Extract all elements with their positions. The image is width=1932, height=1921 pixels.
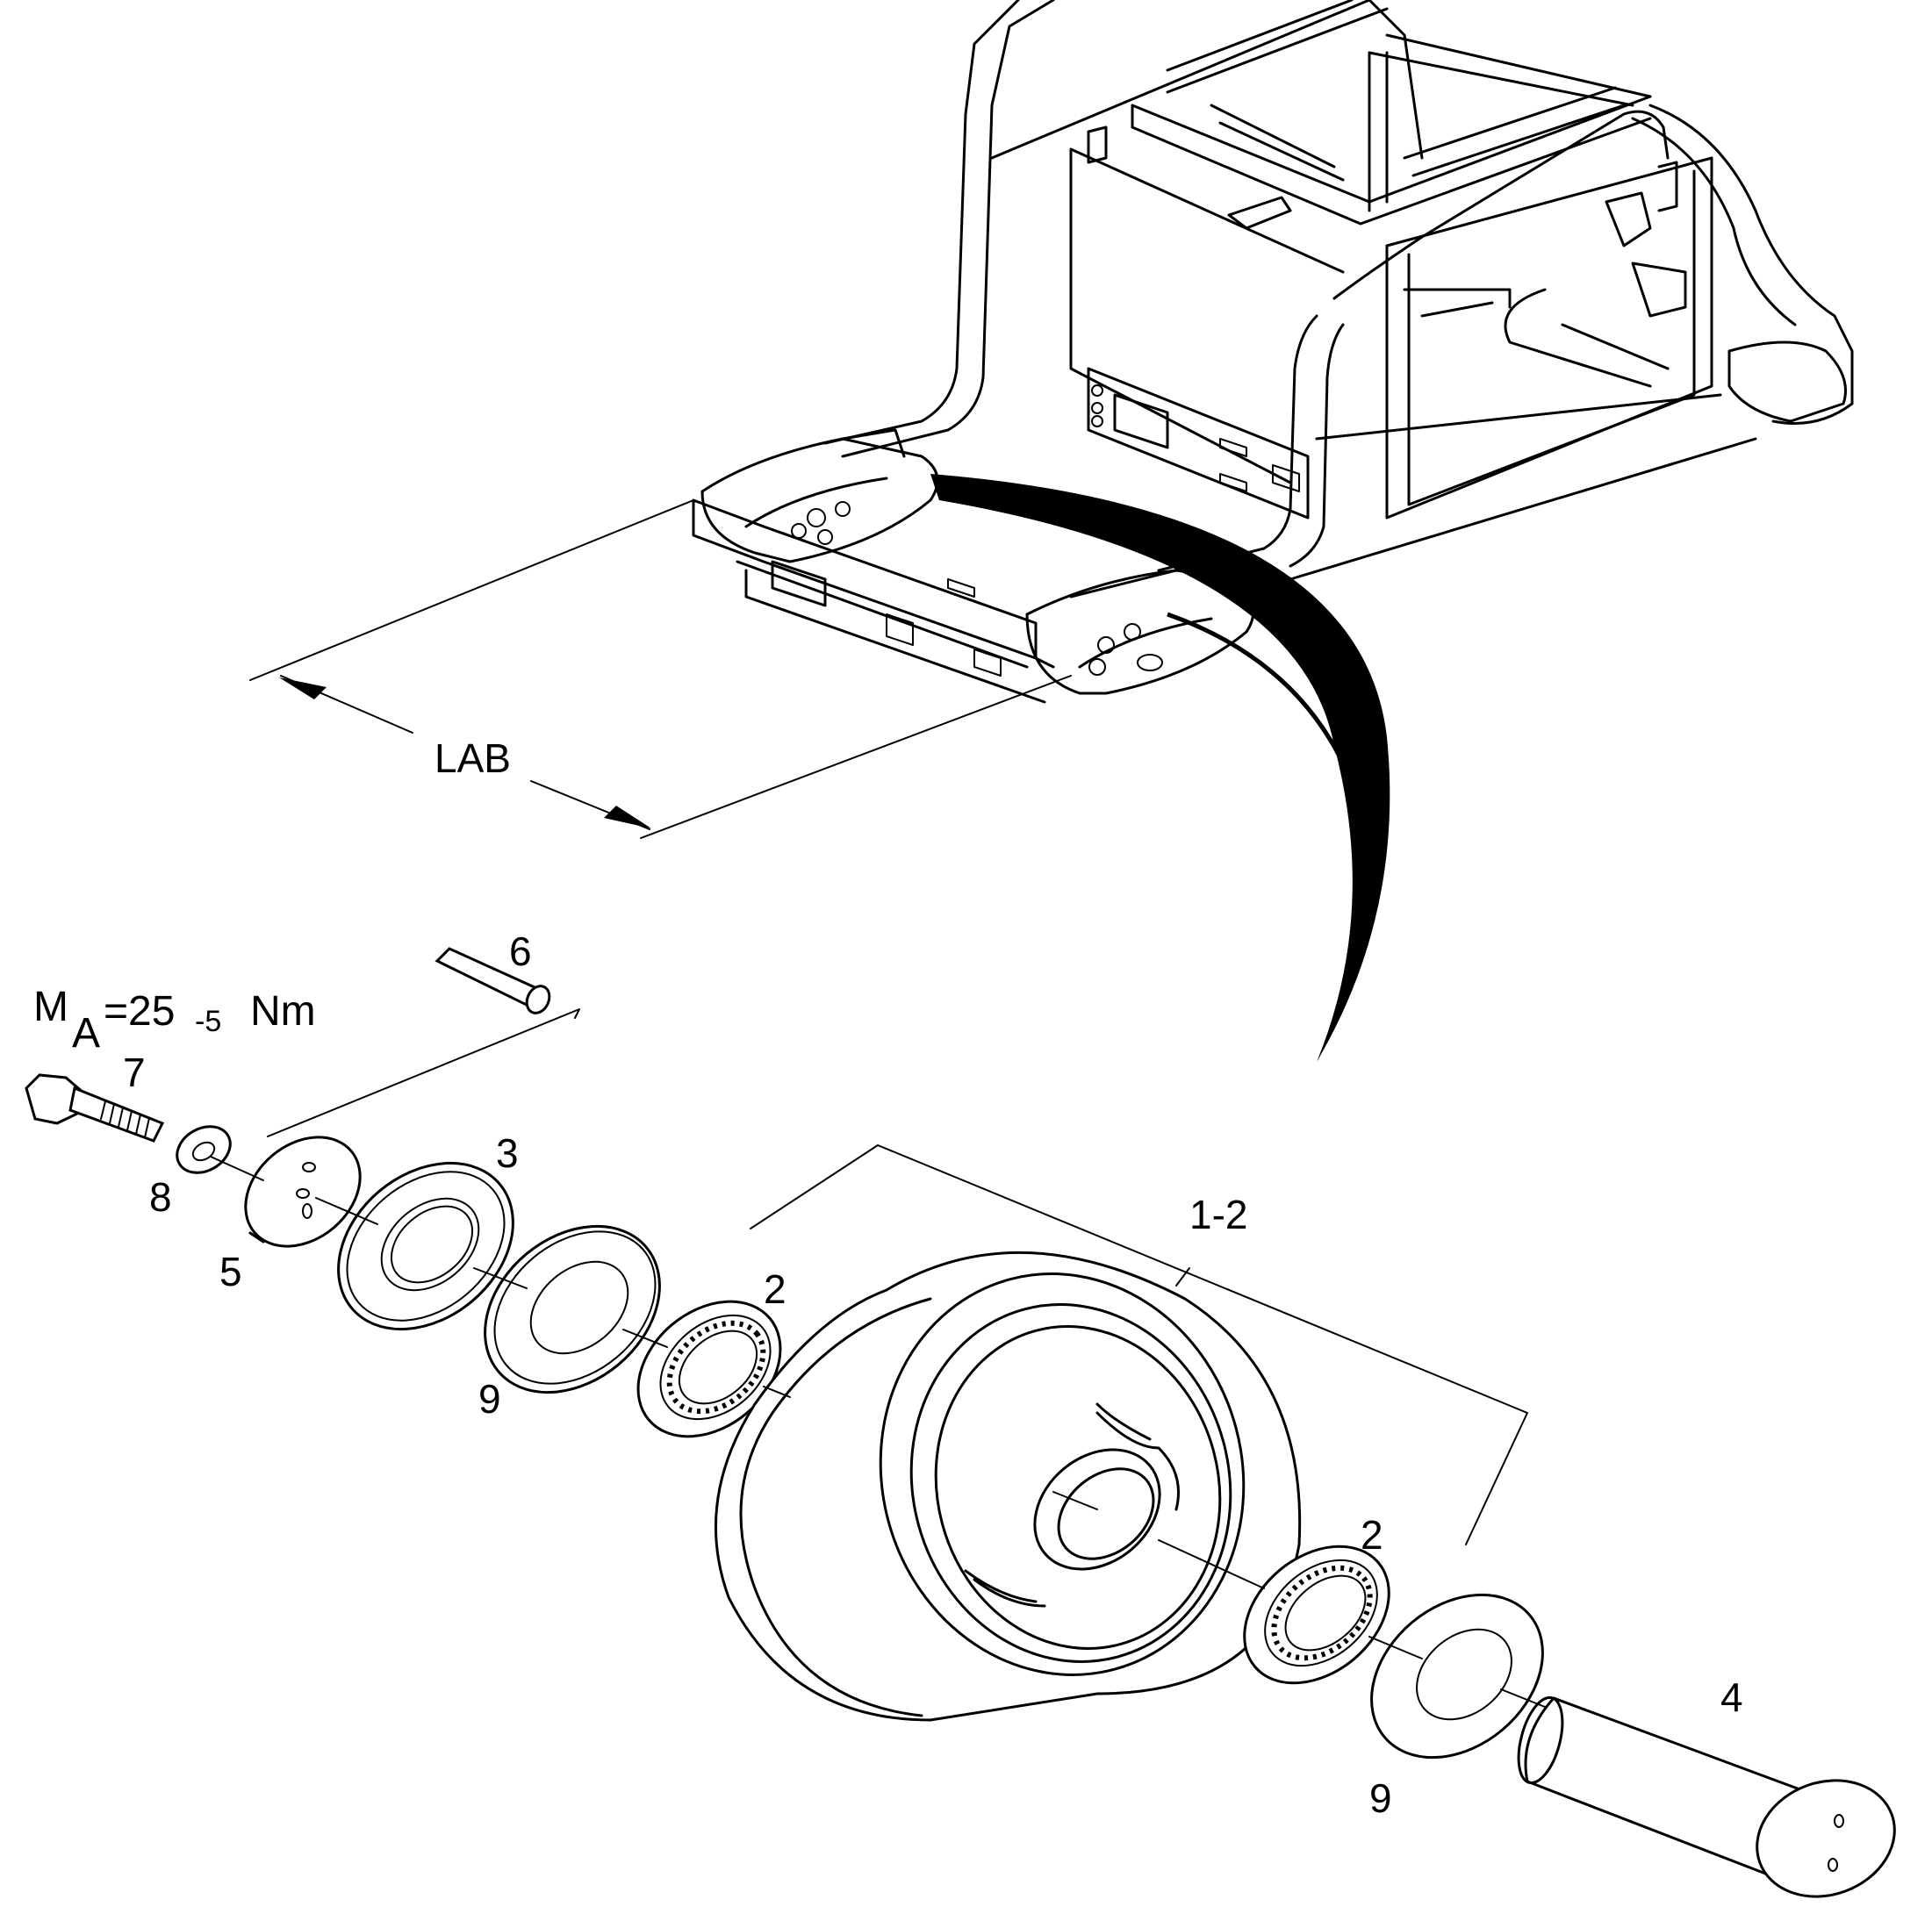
- torque-m: M: [33, 984, 68, 1030]
- part-label-1-2: 1-2: [1189, 1192, 1247, 1237]
- part-label-9-top: 9: [478, 1376, 501, 1422]
- bolt-part-7: 7: [25, 1050, 165, 1143]
- part-label-9-bottom: 9: [1369, 1775, 1392, 1821]
- pin-part-6: 6: [267, 928, 580, 1137]
- part-label-8: 8: [149, 1174, 172, 1220]
- assembly-pointer-arrow: [930, 474, 1390, 1062]
- bearing-part-2-bottom: 2: [1243, 1512, 1390, 1685]
- washer-part-8: 8: [149, 1125, 232, 1220]
- part-label-7: 7: [123, 1050, 146, 1095]
- bearing-part-2-top: 2: [636, 1266, 786, 1438]
- assembly-axis-line: [210, 1156, 1546, 1708]
- end-plate-part-5: 5: [219, 1136, 362, 1294]
- part-label-6: 6: [509, 928, 532, 974]
- torque-spec: M A =25 -5 Nm: [33, 984, 316, 1057]
- lab-arrow-right: [604, 806, 651, 828]
- lab-label: LAB: [435, 735, 511, 781]
- part-label-5: 5: [219, 1249, 242, 1294]
- truck-frame: [692, 0, 1854, 704]
- torque-value: =25: [104, 988, 175, 1035]
- part-label-4: 4: [1720, 1674, 1743, 1720]
- seal-ring-part-3: 3: [337, 1130, 519, 1331]
- lab-dimension: LAB: [249, 499, 1072, 839]
- shim-ring-part-9-top: 9: [478, 1224, 661, 1422]
- shim-ring-part-9-bottom: 9: [1369, 1593, 1544, 1821]
- wheel-part-1-2: 1-2: [714, 1144, 1528, 1722]
- part-label-3: 3: [496, 1130, 519, 1176]
- torque-tolerance: -5: [195, 1005, 221, 1038]
- lab-arrow-left: [279, 677, 327, 699]
- torque-unit: Nm: [250, 988, 316, 1035]
- part-label-2-bottom: 2: [1361, 1512, 1383, 1558]
- part-label-2-top: 2: [764, 1266, 786, 1312]
- torque-subscript: A: [72, 1010, 100, 1057]
- axle-part-4: 4: [1517, 1674, 1896, 1898]
